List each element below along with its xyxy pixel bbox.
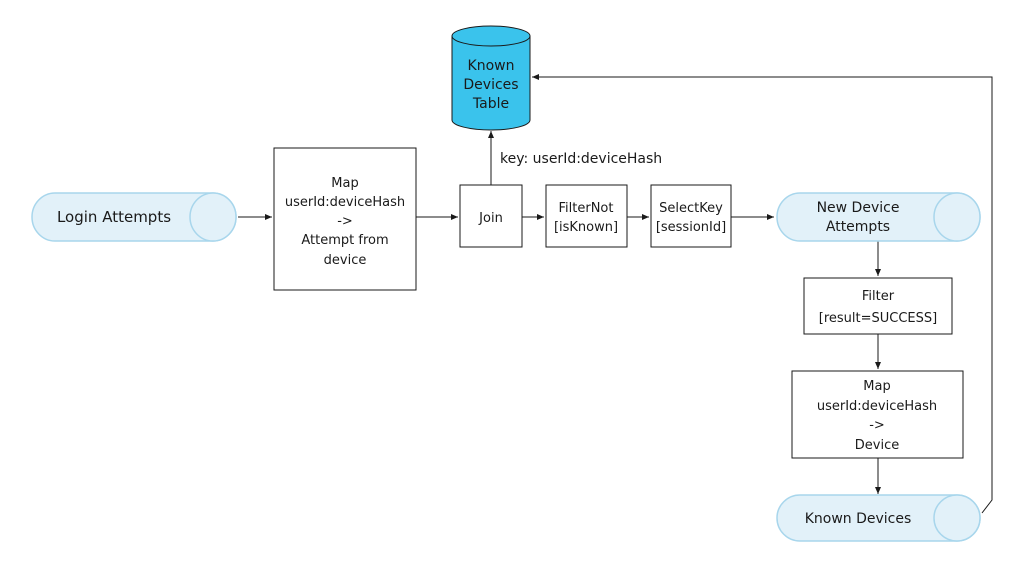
table-known-devices: Known Devices Table xyxy=(451,25,531,131)
processor-map-attempt-line-5: device xyxy=(324,253,367,268)
processor-select-key-box xyxy=(650,184,732,248)
processor-filter-not: FilterNot [isKnown] xyxy=(545,184,628,248)
processor-map-device-box xyxy=(791,370,964,459)
table-known-devices-line-1: Known xyxy=(468,58,515,74)
processor-select-key: SelectKey [sessionId] xyxy=(650,184,732,248)
stream-new-device-attempts: New Device Attempts xyxy=(776,192,981,242)
processor-map-attempt-line-1: Map xyxy=(331,176,358,191)
processor-filter-not-line-2: [isKnown] xyxy=(554,220,618,235)
processor-map-device-line-4: Device xyxy=(855,438,899,453)
processor-select-key-line-1: SelectKey xyxy=(659,201,723,216)
table-known-devices-body xyxy=(451,36,531,131)
stream-known-devices-label: Known Devices xyxy=(805,511,912,527)
processor-filter-success-line-1: Filter xyxy=(862,289,895,304)
stream-login-attempts-label: Login Attempts xyxy=(57,208,171,226)
edge-knowndevices-to-table xyxy=(532,74,993,514)
processor-map-attempt-line-4: Attempt from xyxy=(301,233,388,248)
processor-filter-not-line-1: FilterNot xyxy=(559,201,614,216)
processor-filter-success-box xyxy=(803,277,953,335)
processor-map-device-line-3: -> xyxy=(869,418,885,433)
processor-map-attempt-line-3: -> xyxy=(337,214,353,229)
processor-select-key-line-2: [sessionId] xyxy=(656,220,726,235)
stream-known-devices-cap xyxy=(933,494,981,542)
stream-new-device-attempts-cap xyxy=(933,192,981,242)
stream-new-device-attempts-line-2: Attempts xyxy=(826,219,890,235)
processor-filter-success: Filter [result=SUCCESS] xyxy=(803,277,953,335)
stream-login-attempts: Login Attempts xyxy=(31,192,237,242)
processor-map-attempt-box xyxy=(273,147,417,291)
processor-map-device-line-2: userId:deviceHash xyxy=(817,399,937,414)
processor-map-device-line-1: Map xyxy=(863,379,890,394)
table-known-devices-line-2: Devices xyxy=(463,77,518,93)
edge-label-join-key: key: userId:deviceHash xyxy=(500,151,662,167)
stream-new-device-attempts-line-1: New Device xyxy=(817,200,900,216)
table-known-devices-top xyxy=(451,25,531,47)
edges xyxy=(238,74,993,514)
stream-login-attempts-cap xyxy=(189,192,237,242)
processor-map-attempt-line-2: userId:deviceHash xyxy=(285,195,405,210)
processor-join-box xyxy=(459,184,523,248)
processor-filter-not-box xyxy=(545,184,628,248)
processor-filter-success-line-2: [result=SUCCESS] xyxy=(819,311,937,326)
processor-map-attempt: Map userId:deviceHash -> Attempt from de… xyxy=(273,147,417,291)
processor-map-device: Map userId:deviceHash -> Device xyxy=(791,370,964,459)
table-known-devices-line-3: Table xyxy=(472,96,509,112)
stream-known-devices: Known Devices xyxy=(776,494,981,542)
processor-join: Join xyxy=(459,184,523,248)
processor-join-label: Join xyxy=(478,211,503,226)
